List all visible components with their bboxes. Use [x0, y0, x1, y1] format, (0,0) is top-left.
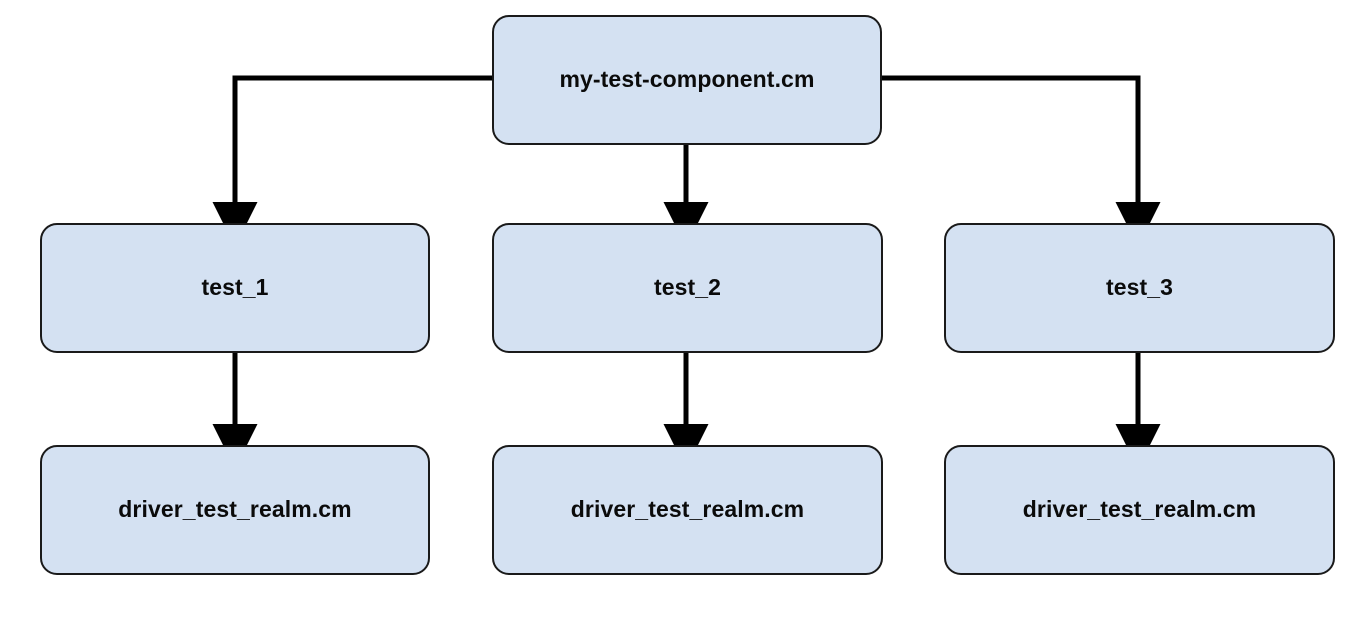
node-test-2[interactable]: test_2 — [492, 223, 883, 353]
node-driver-test-realm-2[interactable]: driver_test_realm.cm — [492, 445, 883, 575]
edge-root-to-test-1 — [212, 75, 492, 247]
node-driver-test-realm-3[interactable]: driver_test_realm.cm — [944, 445, 1335, 575]
node-label: my-test-component.cm — [559, 66, 815, 93]
node-my-test-component[interactable]: my-test-component.cm — [492, 15, 882, 145]
edge-root-to-test-3 — [882, 75, 1161, 247]
node-label: test_1 — [201, 274, 269, 301]
node-driver-test-realm-1[interactable]: driver_test_realm.cm — [40, 445, 430, 575]
node-label: driver_test_realm.cm — [118, 496, 352, 523]
node-label: test_3 — [1105, 274, 1174, 301]
node-label: test_2 — [653, 274, 722, 301]
node-test-3[interactable]: test_3 — [944, 223, 1335, 353]
node-label: driver_test_realm.cm — [570, 496, 805, 523]
node-test-1[interactable]: test_1 — [40, 223, 430, 353]
node-label: driver_test_realm.cm — [1022, 496, 1257, 523]
